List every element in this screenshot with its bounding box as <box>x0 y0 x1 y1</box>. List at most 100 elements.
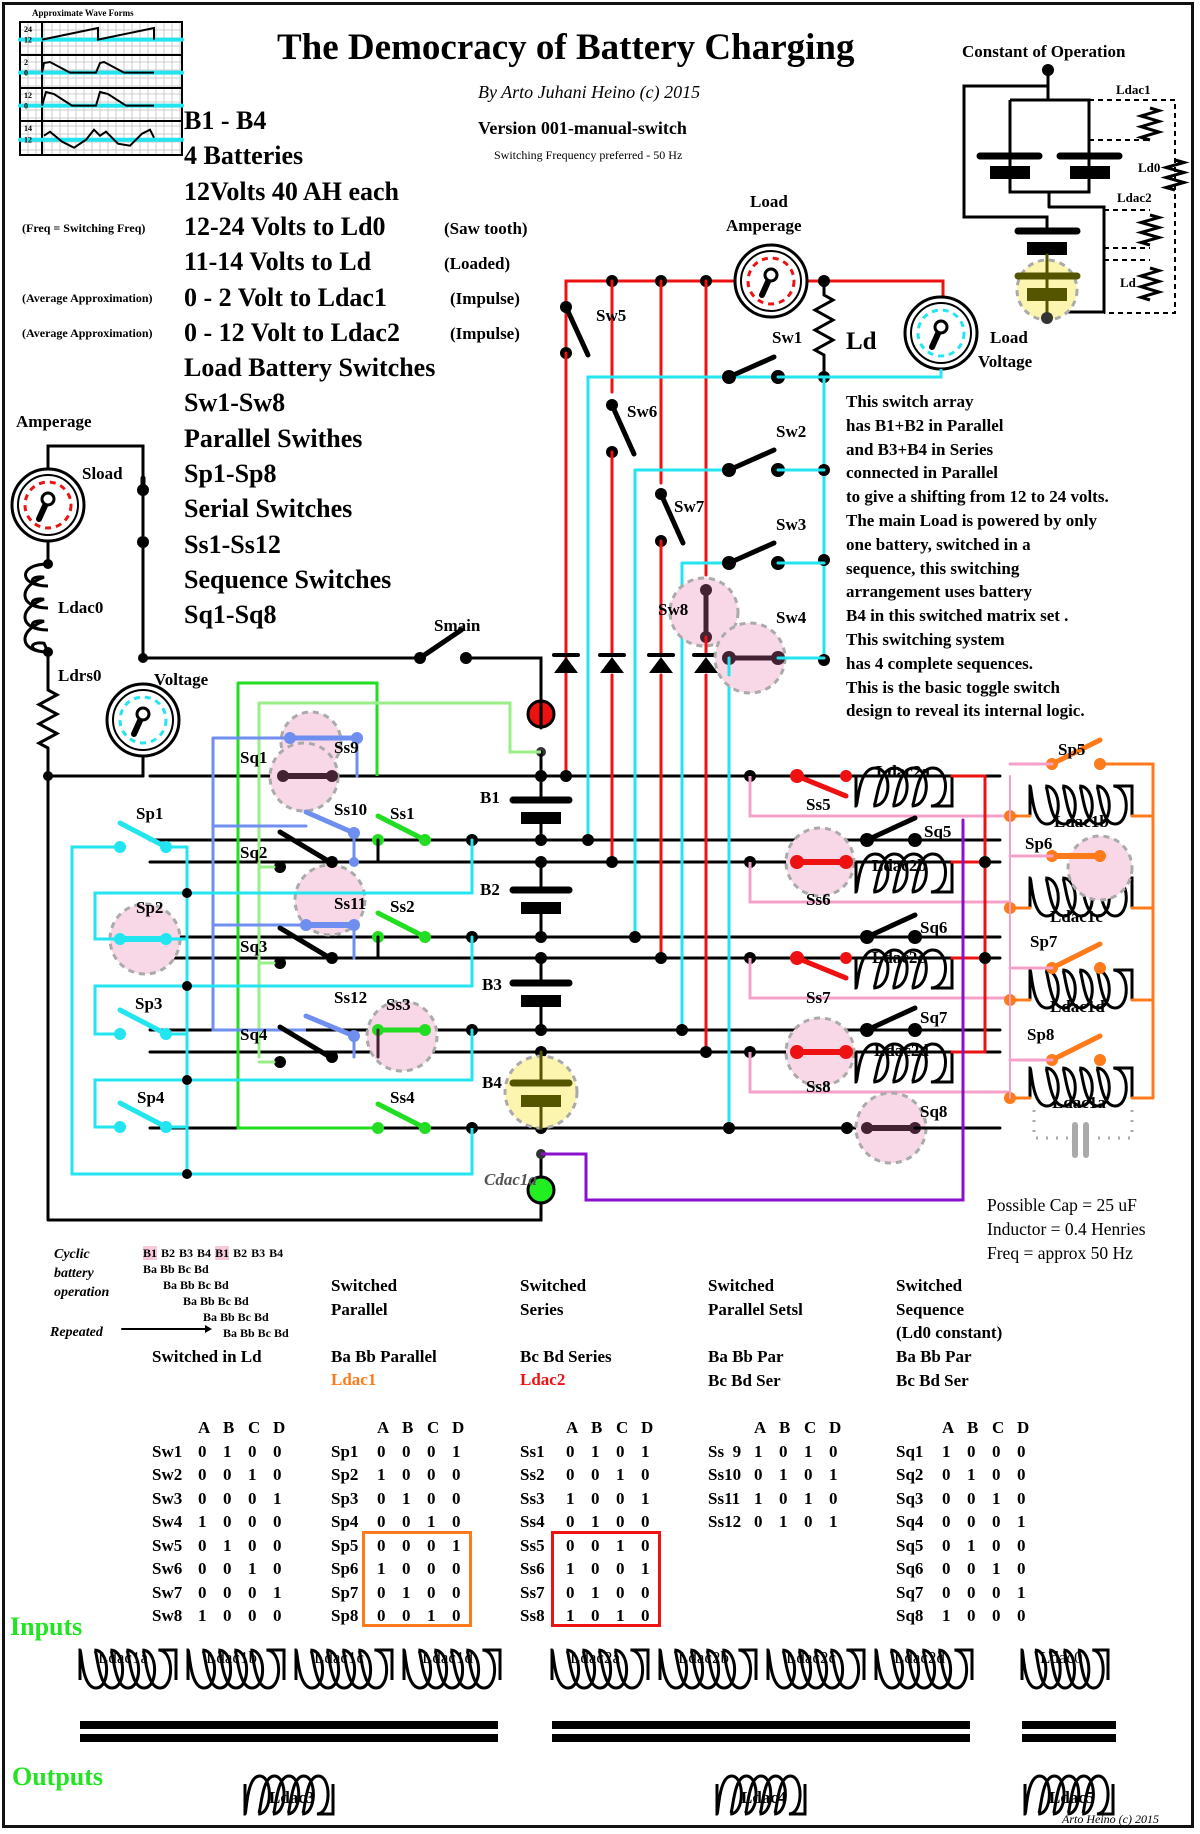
switching-frequency: Switching Frequency preferred - 50 Hz <box>494 148 683 162</box>
switch-label-sw7: Sw7 <box>674 497 705 516</box>
transformer-output-coil <box>1023 1774 1115 1816</box>
ss5-switch <box>794 773 849 799</box>
waveform-top-label: 14 <box>24 124 32 133</box>
battery-b1-plate <box>521 812 561 824</box>
sq4-switch <box>277 1024 333 1060</box>
ldac0-inductor-icon <box>23 562 50 654</box>
junction-dot <box>274 957 286 969</box>
table-corner <box>896 1416 942 1440</box>
cyclic-row: Ba Bb Bc Bd <box>143 1262 209 1276</box>
ss10-switch <box>303 809 357 836</box>
cell-value: 0 <box>779 1441 788 1461</box>
cell-value: 0 <box>591 1465 600 1484</box>
sw7-switch <box>658 491 686 546</box>
cell-value: 1 <box>591 1582 600 1602</box>
load-amperage-meter-ring <box>740 250 802 312</box>
cyan-wire <box>70 845 474 1176</box>
row-label: Ss12 <box>708 1512 742 1531</box>
transformer-output-coil <box>715 1774 807 1816</box>
table-heading: (Ld0 constant) <box>896 1323 1003 1342</box>
switch-label-sp7: Sp7 <box>1030 932 1058 951</box>
row-label: Sp7 <box>331 1582 359 1602</box>
transformer-input-label: Ldac1d <box>422 1648 473 1667</box>
green-wire <box>238 681 379 776</box>
transformer-input-label: Ldac1b <box>206 1648 257 1667</box>
battery-b2-plate <box>521 902 561 914</box>
cell-value: 0 <box>641 1582 650 1602</box>
table-heading: Parallel <box>331 1299 388 1319</box>
ldac1-coil-0 <box>1028 784 1134 826</box>
switch-label-ss5: Ss5 <box>806 795 831 814</box>
transformer-output-coil <box>243 1774 335 1816</box>
table-heading: Switched <box>896 1276 963 1295</box>
row-label: Sq4 <box>896 1512 924 1531</box>
switch-label-sw8: Sw8 <box>658 600 689 619</box>
description-line: has 4 complete sequences. <box>846 653 1033 673</box>
table-group-box <box>551 1530 661 1627</box>
transformer-input-coil <box>78 1648 178 1690</box>
cell-value: 0 <box>377 1512 386 1531</box>
junction-dot <box>274 1056 286 1068</box>
arrow-head-icon <box>205 1325 212 1333</box>
cyclic-label-line: Cyclic <box>54 1247 90 1262</box>
cell-value: 0 <box>942 1559 951 1578</box>
spec-line: 11-14 Volts to Ld <box>184 247 372 277</box>
transformer-input-label: Ldac2d <box>894 1648 945 1667</box>
spec-line: B1 - B4 <box>184 106 267 135</box>
row-label: Sq3 <box>896 1488 924 1508</box>
battery-label-b2: B2 <box>480 880 500 899</box>
cell-value: 0 <box>198 1535 207 1555</box>
switch-label-sp6: Sp6 <box>1025 834 1053 853</box>
switch-label-sp1: Sp1 <box>136 804 164 823</box>
inductor-label-ldac1a: Ldac1a <box>1052 1093 1106 1112</box>
cell-value: 0 <box>402 1559 411 1578</box>
diode-icon <box>694 657 718 673</box>
table-accent-label: Ldac2 <box>520 1370 566 1389</box>
column-header: D <box>829 1418 842 1437</box>
cell-value: 0 <box>377 1582 386 1602</box>
cell-value: 1 <box>804 1441 813 1461</box>
cell-value: 1 <box>616 1535 625 1555</box>
transformer-input-coil <box>874 1648 974 1690</box>
cell-value: 1 <box>641 1559 650 1578</box>
table-corner <box>520 1416 566 1440</box>
cap-wire <box>1090 1110 1134 1140</box>
table-subheading: Switched in Ld <box>152 1347 262 1366</box>
cell-value: 0 <box>223 1488 232 1508</box>
junction-dot <box>1094 1054 1106 1066</box>
cell-value: 0 <box>273 1465 282 1484</box>
dashed-wire <box>1089 99 1176 314</box>
waveforms-title: Approximate Wave Forms <box>32 8 134 18</box>
load-amperage-meter-scale <box>746 256 796 306</box>
cell-value: 0 <box>452 1488 461 1508</box>
switch-label-ss4: Ss4 <box>390 1088 415 1107</box>
switch-label-sp2: Sp2 <box>136 898 164 917</box>
cell-value: 0 <box>402 1512 411 1531</box>
battery-label-b1: B1 <box>480 788 500 807</box>
row-label: Sw1 <box>152 1441 183 1461</box>
ldrs0-resistor-icon <box>35 688 61 750</box>
cyan-wire <box>93 891 187 941</box>
cell-value: 0 <box>248 1512 257 1531</box>
cell-value: 0 <box>377 1535 386 1555</box>
switch-label-sq2: Sq2 <box>240 843 268 862</box>
load-amperage-label-2: Amperage <box>726 216 802 235</box>
cell-value: 0 <box>427 1559 436 1578</box>
cell-value: 0 <box>967 1441 976 1461</box>
cell-value: 1 <box>377 1465 386 1484</box>
cell-value: 1 <box>273 1582 282 1602</box>
row-label: Ss 9 <box>708 1441 742 1461</box>
cyclic-battery: B3 <box>251 1246 266 1260</box>
